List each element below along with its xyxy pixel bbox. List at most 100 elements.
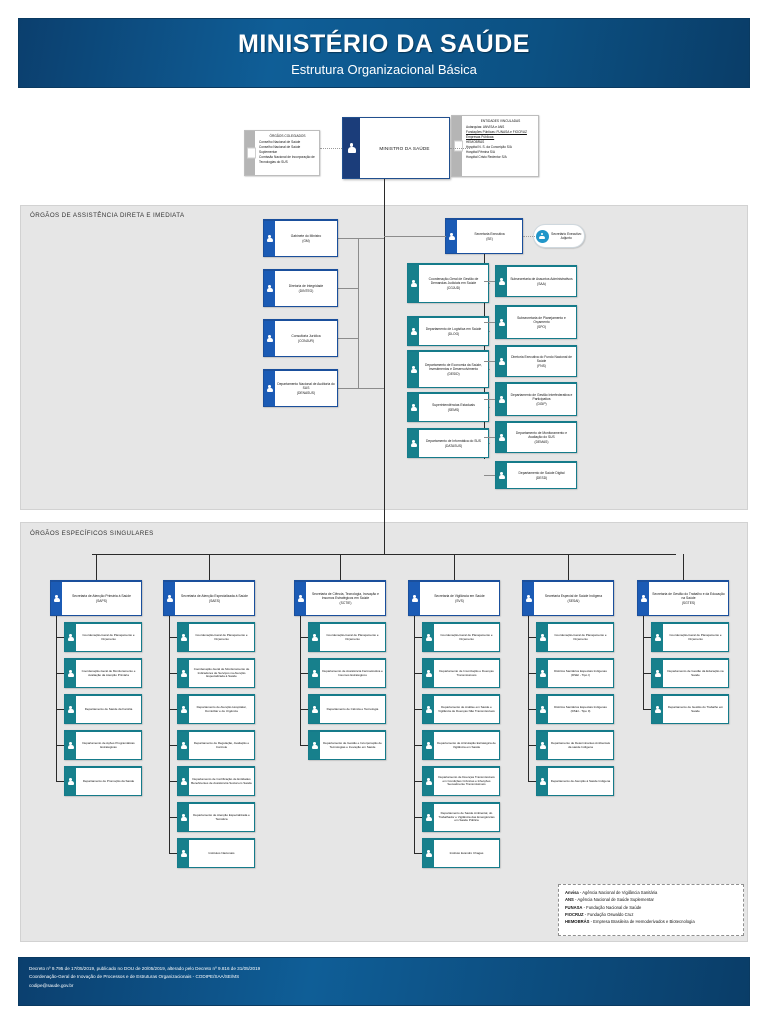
se-left-box-1[interactable]: Departamento de Logística em Saúde(DLOG) (407, 316, 489, 346)
spec-item-2-2[interactable]: Departamento de Ciência e Tecnologia (308, 694, 386, 724)
spec-head-3[interactable]: Secretaria de Vigilância em Saúde(SVS) (408, 580, 500, 616)
spec-item-1-3[interactable]: Departamento de Regulação, Avaliação e C… (177, 730, 255, 760)
person-icon (539, 634, 546, 641)
spec-head-1[interactable]: Secretaria de Atenção Especializada à Sa… (163, 580, 255, 616)
spec-item-3-5[interactable]: Departamento de Saúde Ambiental, do Trab… (422, 802, 500, 832)
person-icon (539, 670, 546, 677)
minister-box[interactable]: MINISTRO DA SAÚDE (342, 117, 450, 179)
spec-stem-3 (454, 554, 455, 580)
icon-stripe (309, 624, 320, 651)
box-name: Departamento de Gestão e Incorporação de… (323, 740, 382, 749)
spec-item-0-0[interactable]: Coordenação-Geral de Planejamento e Orça… (64, 622, 142, 652)
spec-item-4-1[interactable]: Distritos Sanitários Especiais Indígenas… (536, 658, 614, 688)
box-name: Departamento de Monitoramento e Avaliaçã… (515, 431, 568, 440)
spec-item-1-1[interactable]: Coordenação-Geral de Monitoramento de In… (177, 658, 255, 688)
spec-item-4-0[interactable]: Coordenação-Geral de Planejamento e Orça… (536, 622, 614, 652)
direct-box-3[interactable]: Departamento Nacional de Auditoria do SU… (263, 369, 338, 407)
box-acronym: (FNS) (537, 363, 546, 368)
spec-item-1-2[interactable]: Departamento de Atenção Hospitalar, Domi… (177, 694, 255, 724)
spine-main (384, 179, 385, 554)
legend-acronym: ANS (565, 897, 574, 903)
spec-item-3-4[interactable]: Departamento de Doenças Transmissíveis e… (422, 766, 500, 796)
spec-item-connector-1-0 (169, 637, 177, 638)
spec-item-4-4[interactable]: Departamento de Atenção à Saúde Indígena (536, 766, 614, 796)
box-name: Departamento de Análise em Saúde e Vigil… (438, 704, 495, 713)
spec-item-0-2[interactable]: Departamento de Saúde da Família (64, 694, 142, 724)
spec-item-2-1[interactable]: Departamento de Assistência Farmacêutica… (308, 658, 386, 688)
se-left-stem-2 (489, 369, 490, 370)
se-right-box-0[interactable]: Subsecretaria de Assuntos Administrativo… (495, 265, 577, 297)
entidades-vinculadas-box[interactable]: ENTIDADES VINCULADAS Autarquias: ANVISA … (451, 115, 539, 177)
spec-item-0-4[interactable]: Departamento de Promoção da Saúde (64, 766, 142, 796)
se-left-box-4[interactable]: Departamento de Informática do SUS(DATAS… (407, 428, 489, 458)
icon-stripe (408, 394, 419, 421)
secretaria-executiva-box[interactable]: Secretaria Executiva (SE) (445, 218, 523, 254)
spec-item-2-0[interactable]: Coordenação-Geral de Planejamento e Orça… (308, 622, 386, 652)
orgaos-colegiados-box[interactable]: ÓRGÃOS COLEGIADOS Conselho Nacional de S… (244, 130, 320, 176)
section-direct-label: ÓRGÃOS DE ASSISTÊNCIA DIRETA E IMEDIATA (30, 212, 185, 219)
spec-item-4-3[interactable]: Departamento de Determinantes Ambientais… (536, 730, 614, 760)
person-icon (266, 335, 273, 342)
spec-item-connector-1-2 (169, 709, 177, 710)
spec-item-0-3[interactable]: Departamento de Ações Programáticas Estr… (64, 730, 142, 760)
box-name: Departamento de Regulação, Avaliação e C… (193, 740, 250, 749)
se-left-box-0[interactable]: Coordenação-Geral de Gestão de Demandas … (407, 263, 489, 303)
spec-head-2[interactable]: Secretaria de Ciência, Tecnologia, Inova… (294, 580, 386, 616)
icon-stripe (523, 582, 534, 615)
icon-stripe (537, 624, 548, 651)
se-left-box-2[interactable]: Departamento de Economia da Saúde, Inves… (407, 350, 489, 388)
spec-item-1-4[interactable]: Departamento de Certificação de Entidade… (177, 766, 255, 796)
spec-item-1-6[interactable]: Institutos Nacionais (177, 838, 255, 868)
spec-item-3-3[interactable]: Departamento de Articulação Estratégica … (422, 730, 500, 760)
direct-box-1[interactable]: Diretoria de Integridade(DINTEG) (263, 269, 338, 307)
se-right-box-1[interactable]: Subsecretaria de Planejamento e Orçament… (495, 305, 577, 339)
person-icon (311, 706, 318, 713)
colegiados-item: Comissão Nacional de Incorporação de (259, 155, 315, 160)
box-name: Superintendências Estaduais (432, 403, 475, 408)
se-right-box-5[interactable]: Departamento de Saúde Digital(DESD) (495, 461, 577, 489)
box-name: Diretoria de Integridade (288, 284, 324, 289)
box-name: Departamento de Atenção à Saúde Indígena (550, 778, 611, 783)
spec-item-5-0[interactable]: Coordenação-Geral de Planejamento e Orça… (651, 622, 729, 652)
spec-item-connector-5-1 (643, 673, 651, 674)
box-name: Departamento Nacional de Auditoria do SU… (277, 382, 335, 391)
se-right-box-4[interactable]: Departamento de Monitoramento e Avaliaçã… (495, 421, 577, 453)
person-icon (498, 472, 505, 479)
box-name: Coordenação-Geral de Planejamento e Orça… (82, 632, 135, 641)
box-name: Departamento de Determinantes Ambientais… (550, 740, 611, 749)
spec-item-connector-3-4 (414, 781, 422, 782)
box-name: Departamento de Gestão da Educação na Sa… (667, 668, 724, 677)
spec-item-3-0[interactable]: Coordenação-Geral de Planejamento e Orça… (422, 622, 500, 652)
legend-acronym: FUNASA (565, 904, 583, 910)
spec-item-5-2[interactable]: Departamento de Gestão do Trabalho em Sa… (651, 694, 729, 724)
box-name: Secretaria de Ciência, Tecnologia, Inova… (311, 592, 380, 601)
spec-item-5-1[interactable]: Departamento de Gestão da Educação na Sa… (651, 658, 729, 688)
se-right-box-2[interactable]: Diretoria Executiva do Fundo Nacional de… (495, 345, 577, 377)
icon-stripe (309, 660, 320, 687)
icon-stripe (423, 660, 434, 687)
spec-head-5[interactable]: Secretaria de Gestão do Trabalho e da Ed… (637, 580, 729, 616)
se-right-connector-0 (484, 281, 495, 282)
spec-item-2-3[interactable]: Departamento de Gestão e Incorporação de… (308, 730, 386, 760)
se-right-box-3[interactable]: Departamento de Gestão Interfederativa e… (495, 382, 577, 416)
direct-box-2[interactable]: Consultoria Jurídica(CONJUR) (263, 319, 338, 357)
icon-stripe (408, 352, 419, 387)
spec-item-1-5[interactable]: Departamento de Atenção Especializada e … (177, 802, 255, 832)
footer-email[interactable]: codipe@saude.gov.br (29, 982, 74, 988)
spec-item-3-6[interactable]: Instituto Evandro Chagas (422, 838, 500, 868)
connector-conjur (338, 338, 358, 339)
spec-item-4-2[interactable]: Distritos Sanitários Especiais Indígenas… (536, 694, 614, 724)
spec-item-3-2[interactable]: Departamento de Análise em Saúde e Vigil… (422, 694, 500, 724)
person-icon (180, 670, 187, 677)
spec-item-3-1[interactable]: Departamento de Imunização e Doenças Tra… (422, 658, 500, 688)
spec-colspine-0 (56, 616, 57, 781)
direct-box-0[interactable]: Gabinete do Ministro(GM) (263, 219, 338, 257)
spec-item-connector-5-0 (643, 637, 651, 638)
spec-head-0[interactable]: Secretaria de Atenção Primária à Saúde(S… (50, 580, 142, 616)
secretario-adjunto-pill[interactable]: Secretário Executivo Adjunto (533, 224, 585, 248)
spec-head-4[interactable]: Secretaria Especial de Saúde Indígena(SE… (522, 580, 614, 616)
spec-item-1-0[interactable]: Coordenação-Geral de Planejamento e Orça… (177, 622, 255, 652)
spec-item-connector-1-1 (169, 673, 177, 674)
spec-item-0-1[interactable]: Coordenação-Geral de Monitoramento e Ava… (64, 658, 142, 688)
se-left-box-3[interactable]: Superintendências Estaduais(SEMS) (407, 392, 489, 422)
